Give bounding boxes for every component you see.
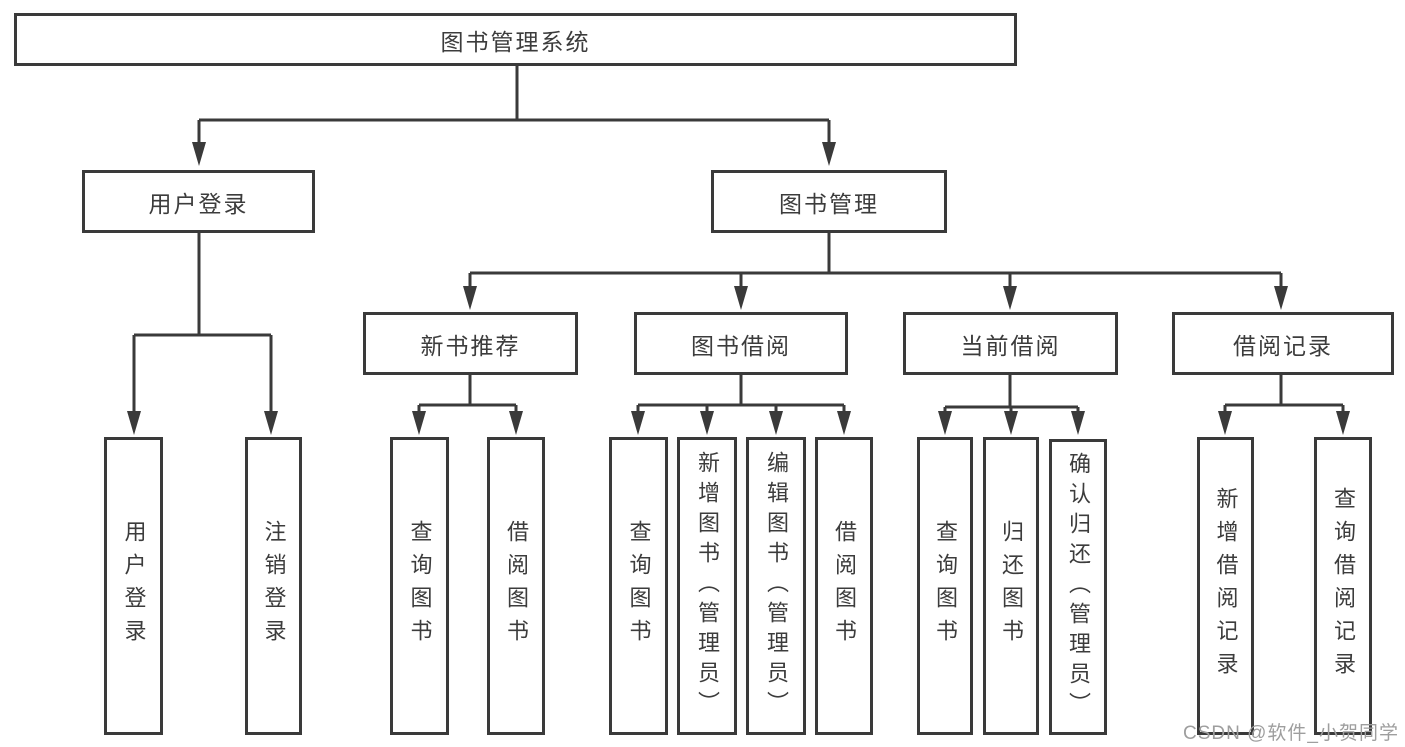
leaf-query-books-borrow: 查询图书 bbox=[609, 437, 668, 735]
leaf-query-borrow-record: 查询借阅记录 bbox=[1314, 437, 1372, 735]
leaf-add-borrow-record: 新增借阅记录 bbox=[1197, 437, 1254, 735]
node-borrow-records: 借阅记录 bbox=[1172, 312, 1394, 375]
connector-arrowheads bbox=[127, 142, 1350, 435]
leaf-label: 借阅图书 bbox=[504, 520, 529, 652]
leaf-edit-book-admin: 编辑图书（管理员） bbox=[746, 437, 806, 735]
node-user-login-label: 用户登录 bbox=[148, 190, 249, 217]
node-new-book-recommend: 新书推荐 bbox=[363, 312, 578, 375]
leaf-label: 新增图书（管理员） bbox=[695, 451, 720, 721]
node-root: 图书管理系统 bbox=[14, 13, 1017, 66]
leaf-label: 注销登录 bbox=[261, 520, 287, 652]
leaf-add-book-admin: 新增图书（管理员） bbox=[677, 437, 737, 735]
leaf-label: 编辑图书（管理员） bbox=[764, 451, 789, 721]
leaf-user-login: 用户登录 bbox=[104, 437, 163, 735]
node-current-borrow: 当前借阅 bbox=[903, 312, 1118, 375]
leaf-query-books-recommend: 查询图书 bbox=[390, 437, 449, 735]
leaf-return-books: 归还图书 bbox=[983, 437, 1039, 735]
leaf-label: 查询图书 bbox=[626, 520, 652, 652]
leaf-logout: 注销登录 bbox=[245, 437, 302, 735]
leaf-label: 借阅图书 bbox=[832, 520, 857, 652]
leaf-label: 新增借阅记录 bbox=[1213, 487, 1239, 685]
node-book-borrow: 图书借阅 bbox=[634, 312, 848, 375]
leaf-label: 用户登录 bbox=[121, 520, 147, 652]
leaf-borrow-books-recommend: 借阅图书 bbox=[487, 437, 545, 735]
leaf-label: 归还图书 bbox=[999, 520, 1024, 652]
node-book-management: 图书管理 bbox=[711, 170, 947, 233]
node-root-label: 图书管理系统 bbox=[440, 28, 591, 55]
leaf-label: 查询图书 bbox=[407, 520, 433, 652]
leaf-query-books-current: 查询图书 bbox=[917, 437, 973, 735]
node-borrow-records-label: 借阅记录 bbox=[1233, 332, 1333, 359]
watermark: CSDN @软件_小贺同学 bbox=[1183, 723, 1399, 744]
node-current-borrow-label: 当前借阅 bbox=[960, 332, 1061, 359]
node-book-borrow-label: 图书借阅 bbox=[691, 332, 791, 359]
node-book-management-label: 图书管理 bbox=[779, 190, 879, 217]
node-user-login: 用户登录 bbox=[82, 170, 315, 233]
node-new-book-recommend-label: 新书推荐 bbox=[420, 332, 521, 359]
leaf-borrow-books: 借阅图书 bbox=[815, 437, 873, 735]
leaf-confirm-return-admin: 确认归还（管理员） bbox=[1049, 439, 1107, 735]
leaf-label: 查询借阅记录 bbox=[1331, 487, 1356, 685]
leaf-label: 确认归还（管理员） bbox=[1066, 452, 1091, 722]
leaf-label: 查询图书 bbox=[933, 520, 958, 652]
